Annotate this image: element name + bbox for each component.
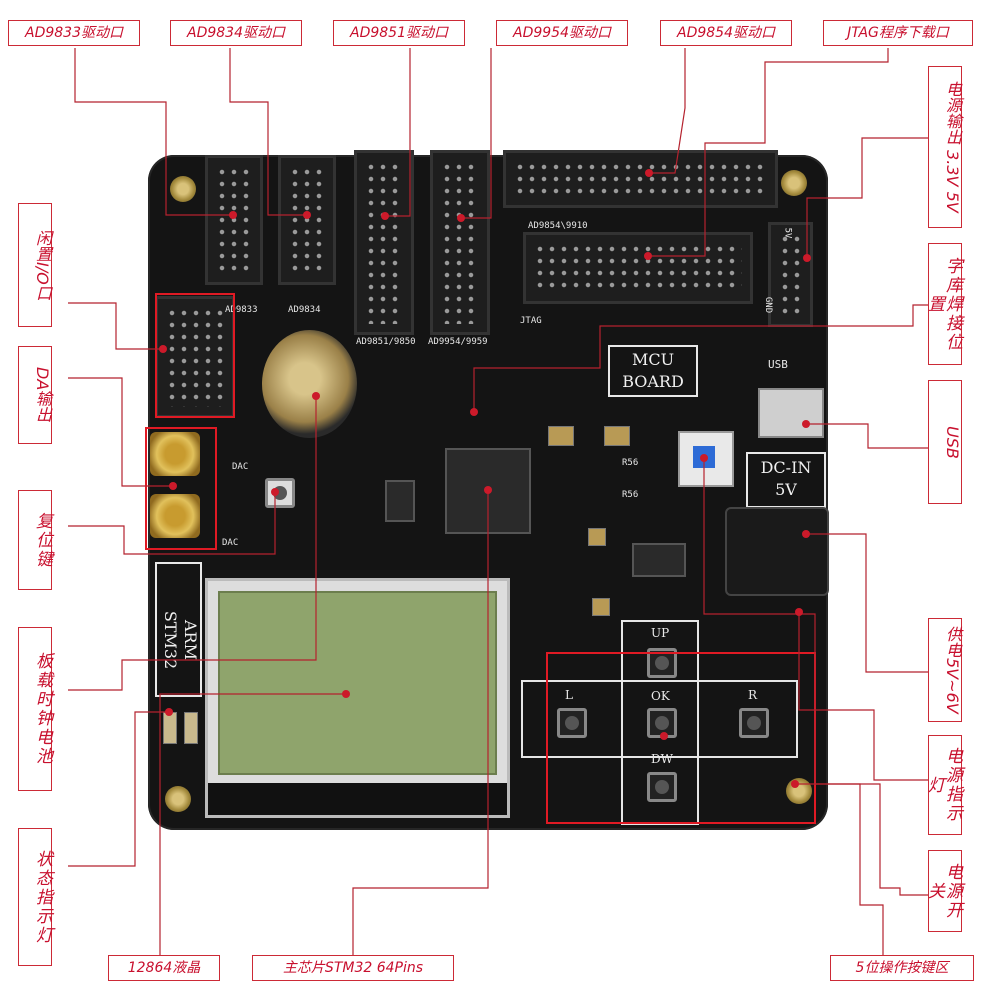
label-battery: 板载时钟电池 — [18, 627, 52, 791]
label-power-switch: 电源开关 — [924, 850, 962, 932]
status-led — [184, 712, 198, 744]
dcin-line1: DC-IN — [760, 458, 812, 477]
label-ad9833: AD9833驱动口 — [8, 20, 140, 46]
label-ad9954: AD9954驱动口 — [496, 20, 628, 46]
key-up-label: UP — [651, 626, 670, 640]
lcd-12864 — [205, 578, 510, 818]
label-ad9834: AD9834驱动口 — [170, 20, 302, 46]
label-font-solder: 字库焊接位置 — [924, 243, 962, 365]
capacitor — [592, 598, 610, 616]
lcd-screen — [218, 591, 497, 775]
key-ok[interactable] — [647, 708, 677, 738]
label-da-out: DA输出 — [18, 346, 52, 444]
jtag-header — [523, 232, 753, 304]
silk-ad9854: AD9854\9910 — [528, 221, 588, 231]
capacitor — [588, 528, 606, 546]
label-status-led: 状态指示灯 — [18, 828, 52, 966]
reset-button[interactable] — [265, 478, 295, 508]
mcu-line2: BOARD — [622, 372, 684, 391]
power-switch[interactable] — [678, 431, 734, 487]
silk-dac1: DAC — [232, 462, 249, 472]
clock-battery — [262, 330, 357, 438]
label-lcd: 12864液晶 — [108, 955, 220, 981]
arm-label: ARM STM32 — [161, 610, 200, 670]
keypad-vertical — [621, 620, 699, 825]
label-jtag: JTAG程序下载口 — [823, 20, 973, 46]
key-left[interactable] — [557, 708, 587, 738]
ad9954-header — [430, 150, 490, 335]
dc-jack — [725, 507, 829, 596]
crystal — [385, 480, 415, 522]
mounting-screw — [165, 786, 191, 812]
mounting-screw — [170, 176, 196, 202]
silk-ad9833: AD9833 — [225, 305, 258, 315]
key-left-label: L — [565, 688, 573, 702]
ad9834-header — [278, 155, 336, 285]
label-power-out: 电源输出 3.3V 5V — [928, 66, 962, 228]
silk-5v: 5V — [782, 227, 793, 239]
silk-jtag: JTAG — [520, 316, 542, 326]
highlight-spare-io — [155, 293, 235, 418]
lcd-connector — [208, 783, 507, 815]
label-reset: 复位键 — [18, 490, 52, 590]
label-power-led: 电源指示灯 — [924, 735, 962, 835]
silk-ad9834: AD9834 — [288, 305, 321, 315]
mounting-screw — [781, 170, 807, 196]
usb-connector — [758, 388, 824, 438]
dcin-line2: 5V — [775, 480, 797, 499]
silk-dac2: DAC — [222, 538, 239, 548]
ad9833-header — [205, 155, 263, 285]
label-supply: 供电5V~6V — [928, 618, 962, 722]
label-usb: USB — [928, 380, 962, 504]
silk-ad9954: AD9954/9959 — [428, 337, 488, 347]
capacitor — [604, 426, 630, 446]
mcu-line1: MCU — [631, 350, 675, 369]
silk-ad9851: AD9851/9850 — [356, 337, 416, 347]
key-down[interactable] — [647, 772, 677, 802]
highlight-keypad — [546, 652, 816, 824]
silk-r56b: R56 — [622, 490, 639, 500]
ad9854-header — [503, 150, 778, 208]
silk-gnd: GND — [763, 296, 774, 314]
highlight-da-out — [145, 427, 217, 550]
label-main-chip: 主芯片STM32 64Pins — [252, 955, 454, 981]
silk-r56a: R56 — [622, 458, 639, 468]
key-down-label: DW — [651, 752, 673, 766]
label-spare-io: 闲置I/O口 — [18, 203, 52, 327]
label-ad9851: AD9851驱动口 — [333, 20, 465, 46]
label-ad9854: AD9854驱动口 — [660, 20, 792, 46]
ad9851-header — [354, 150, 414, 335]
regulator — [632, 543, 686, 577]
status-led — [163, 712, 177, 744]
capacitor — [548, 426, 574, 446]
key-ok-label: OK — [651, 689, 670, 703]
stm32-chip — [445, 448, 531, 534]
label-keys: 5位操作按键区 — [830, 955, 974, 981]
silk-usb: USB — [768, 358, 788, 371]
